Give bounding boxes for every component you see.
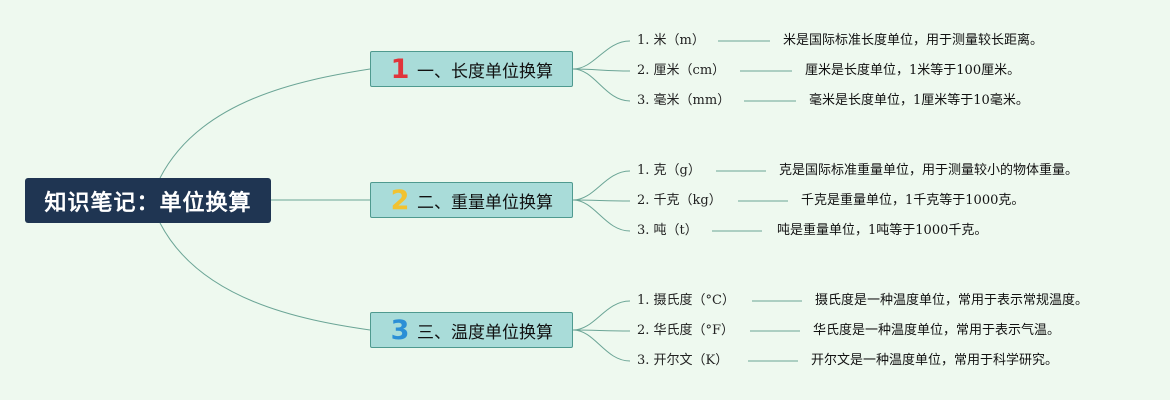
leaf-description: 摄氏度是一种温度单位，常用于表示常规温度。	[815, 293, 1089, 308]
branch-number-2: 2	[390, 184, 410, 216]
branch-temperature[interactable]: 3 三、温度单位换算	[370, 312, 573, 348]
branch-leaf-connector	[572, 329, 631, 362]
root-topic[interactable]: 知识笔记：单位换算	[25, 178, 271, 223]
leaf-description: 厘米是长度单位，1米等于100厘米。	[805, 63, 1021, 78]
root-branch-connector	[159, 222, 371, 331]
leaf-description: 克是国际标准重量单位，用于测量较小的物体重量。	[779, 163, 1079, 178]
branch-leaf-connector	[572, 170, 631, 201]
leaf-term[interactable]: 1. 摄氏度（°C）	[637, 293, 735, 308]
leaf-description: 华氏度是一种温度单位，常用于表示气温。	[813, 323, 1061, 338]
branch-leaf-connector	[572, 329, 631, 332]
branch-weight[interactable]: 2 二、重量单位换算	[370, 182, 573, 218]
leaf-description: 毫米是长度单位，1厘米等于10毫米。	[809, 93, 1029, 108]
leaf-term[interactable]: 3. 毫米（mm）	[637, 93, 731, 108]
branch-number-3: 3	[390, 314, 410, 346]
leaf-term[interactable]: 2. 华氏度（°F）	[637, 323, 735, 338]
branch-leaf-connector	[572, 199, 631, 232]
branch-label: 一、长度单位换算	[417, 61, 553, 82]
leaf-description: 千克是重量单位，1千克等于1000克。	[801, 193, 1025, 208]
branch-label: 二、重量单位换算	[417, 192, 553, 213]
leaf-term[interactable]: 2. 厘米（cm）	[637, 63, 726, 78]
root-branch-connector	[159, 68, 371, 179]
branch-leaf-connector	[572, 68, 631, 72]
branch-leaf-connector	[572, 199, 631, 202]
leaf-description: 开尔文是一种温度单位，常用于科学研究。	[811, 353, 1059, 368]
leaf-description: 米是国际标准长度单位，用于测量较长距离。	[783, 33, 1044, 48]
leaf-term[interactable]: 2. 千克（kg）	[637, 193, 722, 208]
root-title: 知识笔记：单位换算	[44, 190, 252, 216]
leaf-description: 吨是重量单位，1吨等于1000千克。	[777, 223, 988, 238]
branch-leaf-connector	[572, 300, 631, 331]
leaf-term[interactable]: 3. 开尔文（K）	[637, 353, 729, 368]
branch-number-1: 1	[390, 53, 410, 85]
branch-length[interactable]: 1 一、长度单位换算	[370, 51, 573, 87]
branch-leaf-connector	[572, 40, 631, 70]
branch-label: 三、温度单位换算	[417, 322, 553, 343]
leaf-term[interactable]: 3. 吨（t）	[637, 223, 698, 238]
leaf-term[interactable]: 1. 米（m）	[637, 33, 705, 48]
leaf-term[interactable]: 1. 克（g）	[637, 163, 701, 178]
branch-leaf-connector	[572, 68, 631, 102]
